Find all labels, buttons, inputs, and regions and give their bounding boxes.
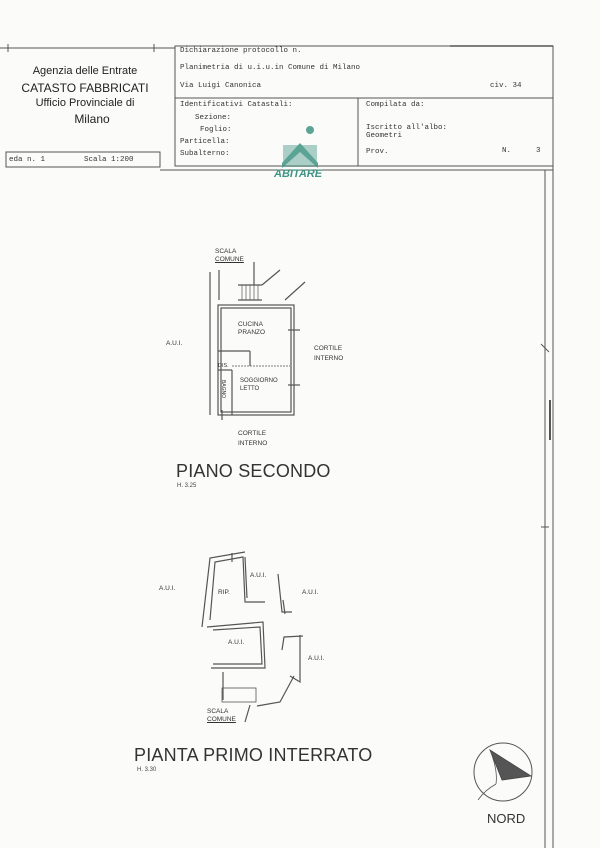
piano-secondo-title: PIANO SECONDO — [176, 461, 331, 481]
catasto-title: CATASTO FABBRICATI — [21, 81, 149, 95]
north-arrow-icon — [473, 742, 533, 802]
label-aui: A.U.I. — [159, 585, 176, 592]
agency-name: Agenzia delle Entrate — [32, 65, 138, 77]
plan-primo-interrato — [201, 551, 304, 723]
compilata-label: Compilata da: — [366, 101, 425, 109]
label-comune: COMUNE — [207, 716, 236, 723]
watermark-text: ABITARE — [274, 168, 323, 180]
label-cortile: CORTILE — [314, 345, 343, 352]
label-aui: A.U.I. — [308, 655, 325, 662]
label-bagno: BAGNO — [220, 379, 227, 399]
foglio-label: Foglio: — [200, 126, 232, 134]
subalterno-label: Subalterno: — [180, 150, 230, 158]
planimetria: Planimetria di u.i.u.in Comune di Milano — [180, 64, 361, 72]
prov-label: Prov. — [366, 148, 389, 156]
label-interno: INTERNO — [314, 355, 344, 362]
label-aui: A.U.I. — [250, 572, 267, 579]
label-scala: SCALA — [215, 248, 237, 255]
address: Via Luigi Canonica — [180, 82, 262, 90]
primo-interrato-height: H. 3.30 — [137, 767, 157, 773]
label-pranzo: PRANZO — [238, 329, 266, 336]
primo-interrato-title: PIANTA PRIMO INTERRATO — [134, 745, 373, 765]
piano-secondo-height: H. 3.25 — [177, 483, 197, 489]
label-letto: LETTO — [240, 386, 260, 392]
sezione-label: Sezione: — [195, 114, 232, 122]
dichiarazione: Dichiarazione protocollo n. — [180, 47, 302, 55]
label-soggiorno: SOGGIORNO — [240, 378, 278, 384]
label-rip: RIP. — [218, 589, 230, 596]
label-interno-bottom: INTERNO — [238, 440, 268, 447]
label-dis: DIS. — [218, 363, 229, 369]
abitare-logo — [282, 126, 318, 168]
identificativi-label: Identificativi Catastali: — [180, 101, 293, 109]
label-scala: SCALA — [207, 708, 229, 715]
civic-number: civ. 34 — [490, 82, 522, 90]
n-value: 3 — [536, 147, 541, 155]
plan-piano-secondo — [209, 262, 306, 420]
label-aui: A.U.I. — [302, 589, 319, 596]
label-aui: A.U.I. — [228, 639, 245, 646]
compass-label: NORD — [487, 811, 526, 826]
office-city: Milano — [74, 112, 110, 126]
office-name: Ufficio Provinciale di — [35, 97, 135, 109]
n-label: N. — [502, 147, 512, 155]
label-aui: A.U.I. — [166, 340, 183, 347]
scheda-number: eda n. 1 — [9, 156, 46, 164]
label-cucina: CUCINA — [238, 321, 263, 328]
albo-value: Geometri — [366, 132, 403, 140]
particella-label: Particella: — [180, 138, 230, 146]
scale: Scala 1:200 — [84, 156, 134, 164]
iscritto-label: Iscritto all'albo: — [366, 124, 448, 132]
label-cortile-bottom: CORTILE — [238, 430, 267, 437]
label-comune: COMUNE — [215, 256, 244, 263]
